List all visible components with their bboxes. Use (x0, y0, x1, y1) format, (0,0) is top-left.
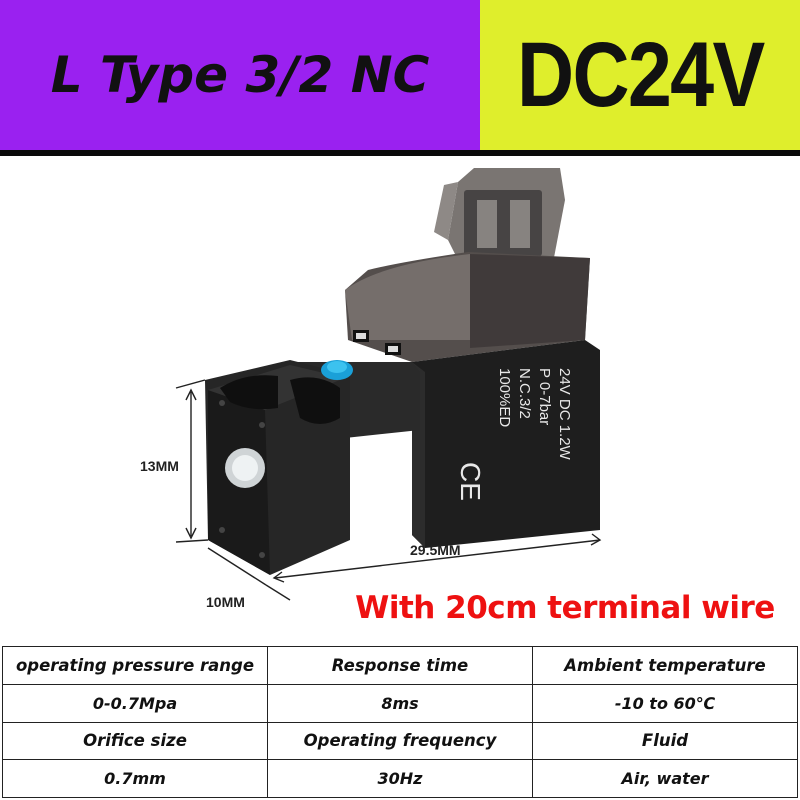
coil-body: 24V DC 1.2W P 0-7bar N.C.3/2 100%ED CE (412, 340, 600, 548)
spec-header-cell: Response time (267, 646, 533, 685)
coil-label-line-1: 24V DC 1.2W (556, 368, 573, 461)
spec-header-cell: Operating frequency (267, 721, 533, 761)
title-panel: L Type 3/2 NC (0, 0, 480, 150)
dimension-length-label: 29.5MM (410, 542, 461, 558)
table-row: operating pressure range Response time A… (2, 646, 798, 685)
spec-value-cell: 30Hz (267, 759, 533, 798)
dimension-height-label: 13MM (140, 458, 179, 474)
voltage-panel: DC24V (480, 0, 800, 150)
spec-value-cell: -10 to 60℃ (532, 683, 798, 723)
spec-header-cell: Orifice size (2, 721, 268, 761)
spec-value-cell: 0-0.7Mpa (2, 683, 268, 723)
terminal-wire-note: With 20cm terminal wire (355, 590, 775, 626)
spec-value-cell: 8ms (267, 683, 533, 723)
spec-header-cell: operating pressure range (2, 646, 268, 685)
dimension-width-label: 10MM (206, 594, 245, 610)
header-banner: L Type 3/2 NC DC24V (0, 0, 800, 150)
spec-header-cell: Fluid (532, 721, 798, 761)
valve-illustration: 24V DC 1.2W P 0-7bar N.C.3/2 100%ED CE (175, 168, 602, 601)
spec-value-cell: 0.7mm (2, 759, 268, 798)
spec-header-cell: Ambient temperature (532, 646, 798, 685)
valve-base (205, 360, 420, 575)
coil-label-line-4: 100%ED (496, 368, 513, 427)
voltage-label: DC24V (516, 23, 765, 126)
dimension-lines (175, 379, 602, 601)
spec-table: operating pressure range Response time A… (2, 646, 798, 798)
table-row: Orifice size Operating frequency Fluid (2, 721, 798, 761)
ce-mark: CE (455, 462, 486, 501)
header-divider (0, 150, 800, 156)
product-title: L Type 3/2 NC (50, 46, 430, 104)
table-row: 0.7mm 30Hz Air, water (2, 759, 798, 798)
spec-value-cell: Air, water (532, 759, 798, 798)
coil-label-line-3: N.C.3/2 (516, 368, 533, 419)
table-row: 0-0.7Mpa 8ms -10 to 60℃ (2, 683, 798, 723)
connector (345, 168, 590, 362)
coil-label-line-2: P 0-7bar (536, 368, 553, 425)
